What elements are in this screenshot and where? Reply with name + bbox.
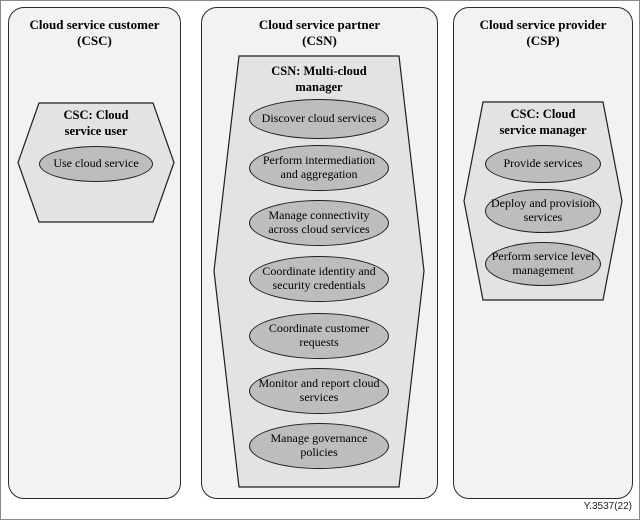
activity-ellipse-manage-governance: Manage governance policies — [249, 423, 389, 469]
csp-container-title: Cloud service provider (CSP) — [454, 17, 632, 50]
activity-ellipse-coordinate-customer-requests: Coordinate customer requests — [249, 313, 389, 359]
activity-label: Coordinate customer requests — [268, 321, 370, 349]
activity-ellipse-service-level-management: Perform service level management — [485, 242, 601, 286]
activity-label: Deploy and provision services — [491, 196, 595, 224]
csc-role-title-line2: service user — [64, 123, 128, 138]
csp-role-title-line1: CSC: Cloud — [510, 107, 576, 121]
csn-role-title-line1: CSN: Multi-cloud — [271, 64, 367, 78]
csp-container-title-line1: Cloud service provider — [479, 17, 607, 32]
csn-role-title-line2: manager — [295, 79, 343, 94]
activity-label: Coordinate identity and security credent… — [262, 264, 376, 292]
activity-label: Perform service level management — [491, 249, 595, 277]
activity-label: Perform intermediation and aggregation — [262, 153, 376, 181]
csc-container-title-line2: (CSC) — [77, 33, 112, 49]
csc-role-title-line1: CSC: Cloud — [63, 108, 129, 122]
activity-label: Monitor and report cloud services — [258, 376, 380, 404]
activity-label: Manage connectivity across cloud service… — [268, 208, 370, 236]
activity-ellipse-monitor-report: Monitor and report cloud services — [249, 368, 389, 414]
csn-container-title-line2: (CSN) — [302, 33, 337, 49]
activity-ellipse-discover-cloud-services: Discover cloud services — [249, 99, 389, 139]
activity-label: Manage governance policies — [270, 431, 368, 459]
csc-container-title-line1: Cloud service customer — [29, 17, 160, 32]
csp-role-title: CSC: Cloud service manager — [483, 107, 603, 138]
activity-ellipse-manage-connectivity: Manage connectivity across cloud service… — [249, 200, 389, 246]
csn-container-title: Cloud service partner (CSN) — [202, 17, 437, 50]
figure-label: Y.3537(22) — [583, 501, 632, 512]
csn-container-title-line1: Cloud service partner — [258, 17, 381, 32]
csn-role-title: CSN: Multi-cloud manager — [239, 64, 399, 95]
activity-label: Discover cloud services — [261, 111, 377, 126]
csc-container-title: Cloud service customer (CSC) — [9, 17, 180, 50]
csc-container: Cloud service customer (CSC) — [8, 7, 181, 499]
activity-ellipse-use-cloud-service: Use cloud service — [39, 146, 153, 182]
activity-ellipse-coordinate-identity: Coordinate identity and security credent… — [249, 256, 389, 302]
csp-container-title-line2: (CSP) — [526, 33, 560, 49]
csp-role-title-line2: service manager — [499, 122, 587, 137]
activity-ellipse-provide-services: Provide services — [485, 145, 601, 183]
activity-label: Use cloud service — [53, 156, 139, 171]
csc-role-title: CSC: Cloud service user — [39, 108, 153, 139]
activity-ellipse-deploy-provision: Deploy and provision services — [485, 189, 601, 233]
activity-label: Provide services — [503, 156, 583, 171]
activity-ellipse-intermediation-aggregation: Perform intermediation and aggregation — [249, 145, 389, 191]
